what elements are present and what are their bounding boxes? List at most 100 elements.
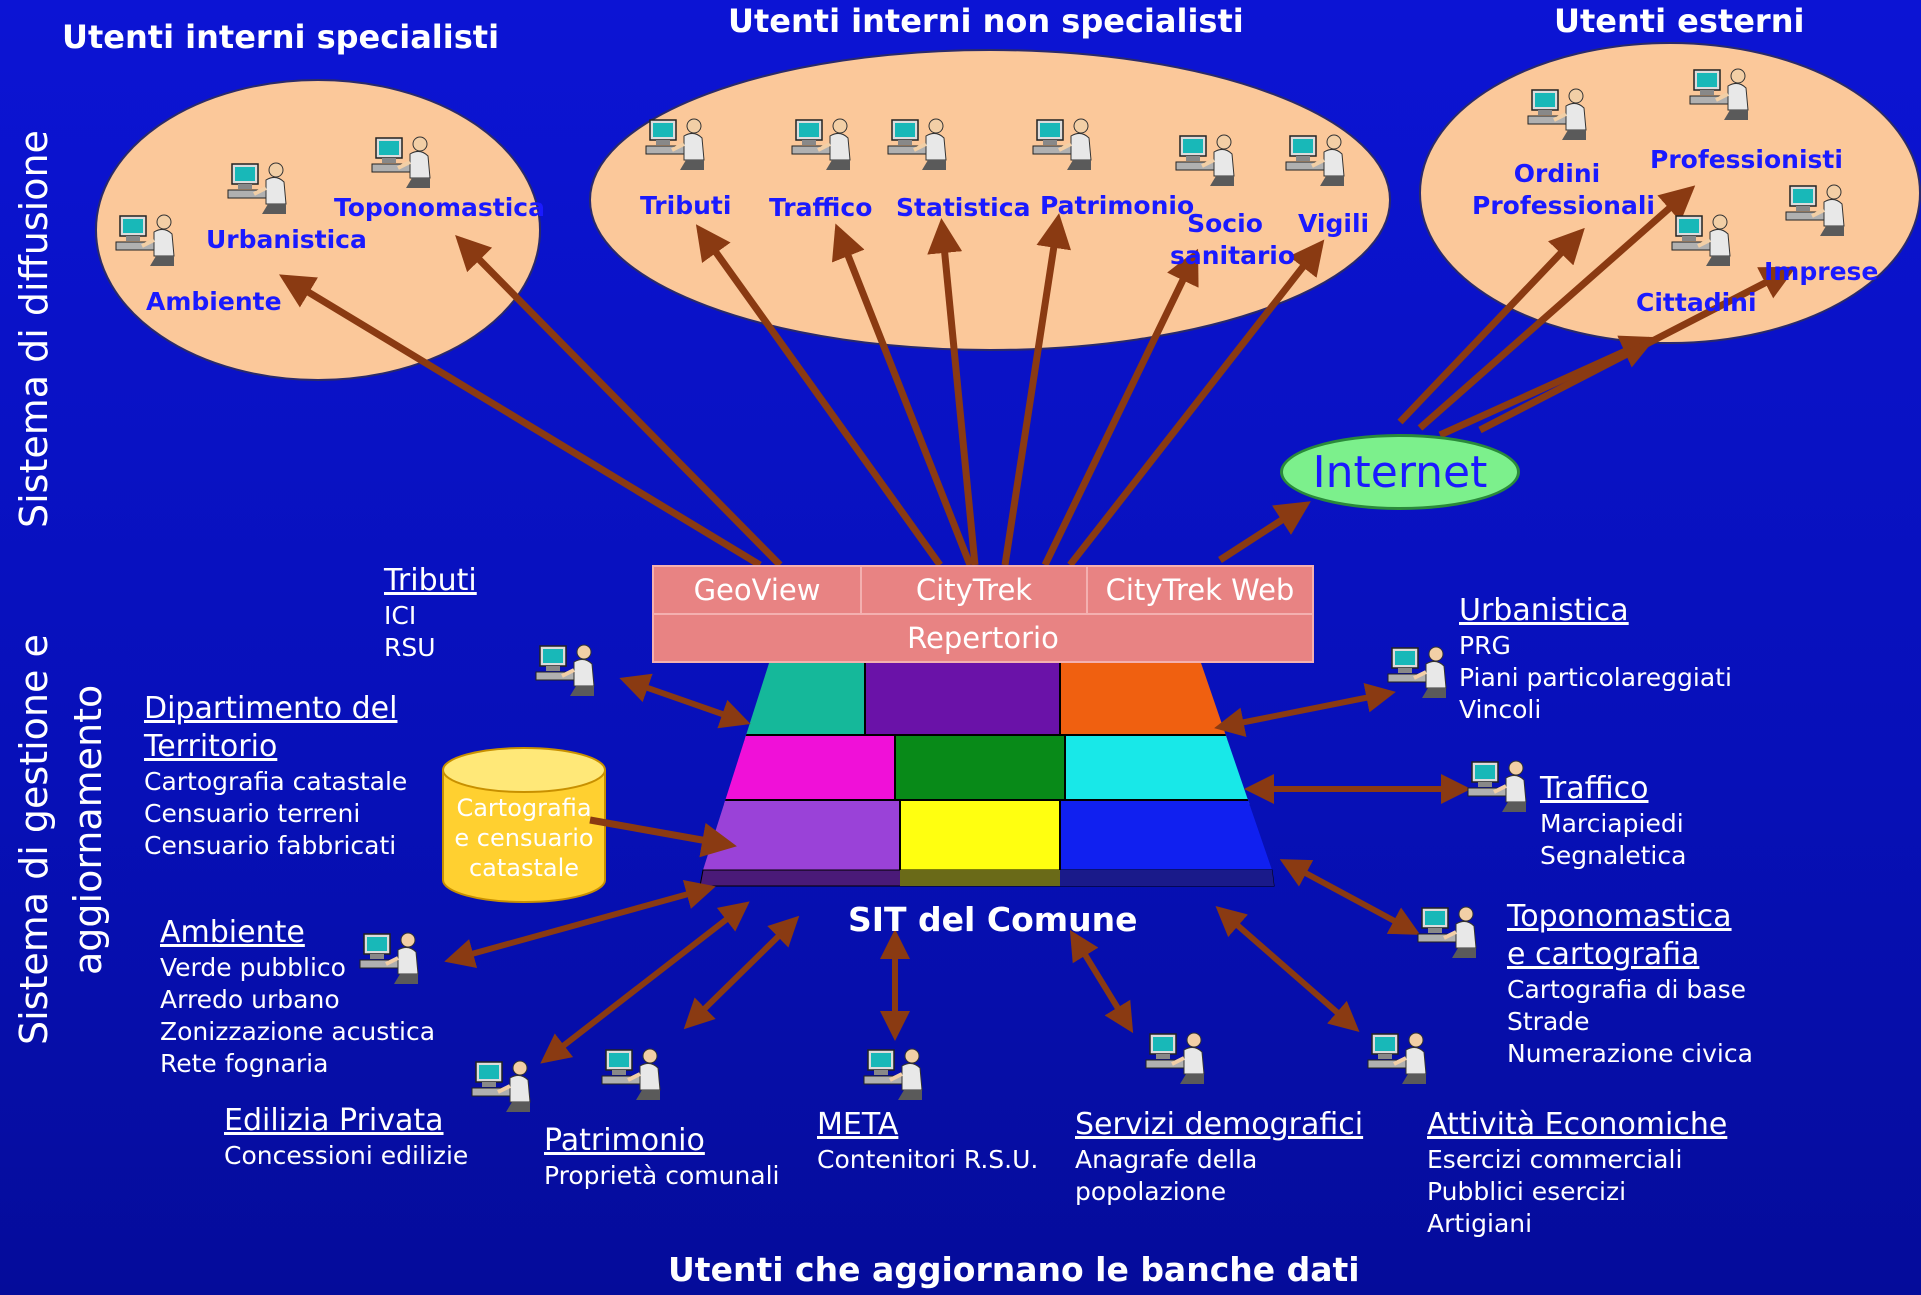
db-label-line-3: catastale	[468, 854, 580, 882]
specialist-urbanistica: Urbanistica	[206, 225, 367, 254]
title-internal-non-specialists: Utenti interni non specialisti	[728, 2, 1244, 40]
block-ambiente: Ambiente Verde pubblico Arredo urbano Zo…	[160, 914, 435, 1080]
external-imprese: Imprese	[1764, 257, 1879, 286]
user-at-computer-icon	[371, 136, 431, 188]
app-geoview: GeoView	[652, 565, 862, 615]
non-specialist-traffico: Traffico	[769, 193, 873, 222]
non-specialist-patrimonio: Patrimonio	[1040, 191, 1195, 220]
non-specialist-socio-sanitario: Socio sanitario	[1170, 209, 1296, 270]
app-citytrek-web: CityTrek Web	[1086, 565, 1314, 615]
user-at-computer-icon	[1032, 118, 1092, 170]
block-territorio-title-2: Territorio	[144, 729, 278, 764]
user-at-computer-icon	[887, 118, 947, 170]
db-label-line-1: Cartografia	[456, 794, 592, 822]
puzzle-platform-icon	[699, 660, 1275, 887]
block-edilizia: Edilizia Privata Concessioni edilizie	[224, 1102, 468, 1172]
block-traffico: Traffico Marciapiedi Segnaletica	[1540, 770, 1686, 872]
block-ambiente-item: Rete fognaria	[160, 1049, 329, 1078]
block-economiche-item: Esercizi commerciali	[1427, 1145, 1683, 1174]
side-label-management-1: Sistema di gestione e	[12, 634, 56, 1045]
app-citytrek: CityTrek	[860, 565, 1088, 615]
block-territorio-item: Censuario terreni	[144, 799, 361, 828]
user-at-computer-icon	[115, 214, 175, 266]
user-at-computer-icon	[1285, 134, 1345, 186]
block-meta-item: Contenitori R.S.U.	[817, 1145, 1039, 1174]
non-specialist-vigili: Vigili	[1298, 209, 1370, 238]
block-traffico-item: Marciapiedi	[1540, 809, 1684, 838]
block-territorio-title-1: Dipartimento del	[144, 691, 398, 726]
user-at-computer-icon	[227, 162, 287, 214]
title-bottom: Utenti che aggiornano le banche dati	[668, 1250, 1360, 1289]
block-traffico-title: Traffico	[1540, 771, 1649, 806]
user-at-computer-icon	[1145, 1032, 1205, 1084]
user-at-computer-icon	[791, 118, 851, 170]
sit-label: SIT del Comune	[848, 900, 1138, 939]
block-economiche-item: Pubblici esercizi	[1427, 1177, 1627, 1206]
block-ambiente-item: Zonizzazione acustica	[160, 1017, 436, 1046]
user-at-computer-icon	[1689, 68, 1749, 120]
block-tributi-title: Tributi	[384, 563, 477, 598]
db-label-line-2: e censuario	[454, 824, 594, 852]
database-cylinder-icon	[442, 747, 606, 903]
user-at-computer-icon	[1467, 760, 1527, 812]
specialist-toponomastica: Toponomastica	[334, 193, 545, 222]
block-ambiente-item: Verde pubblico	[160, 953, 346, 982]
user-at-computer-icon	[1367, 1032, 1427, 1084]
update-arrows	[444, 673, 1471, 1064]
block-demografici: Servizi demografici Anagrafe della popol…	[1075, 1106, 1363, 1208]
block-edilizia-title: Edilizia Privata	[224, 1103, 444, 1138]
block-ambiente-title: Ambiente	[160, 915, 305, 950]
block-urbanistica-title: Urbanistica	[1459, 593, 1629, 628]
block-tributi-item: ICI	[384, 601, 417, 630]
user-at-computer-icon	[1387, 646, 1447, 698]
distribution-arrows	[279, 185, 1797, 858]
block-meta: META Contenitori R.S.U.	[817, 1106, 1038, 1176]
block-territorio-item: Cartografia catastale	[144, 767, 408, 796]
block-toponomastica-item: Numerazione civica	[1507, 1039, 1753, 1068]
user-icons	[115, 68, 1845, 1112]
block-demografici-item: Anagrafe della	[1075, 1145, 1258, 1174]
oval-internal-specialists	[95, 79, 541, 381]
block-toponomastica-title-2: e cartografia	[1507, 937, 1700, 972]
block-urbanistica-item: PRG	[1459, 631, 1511, 660]
user-at-computer-icon	[1175, 134, 1235, 186]
non-specialist-statistica: Statistica	[896, 193, 1031, 222]
block-economiche-item: Artigiani	[1427, 1209, 1533, 1238]
non-specialist-tributi: Tributi	[640, 191, 732, 220]
db-label: Cartografia e censuario catastale	[443, 793, 605, 883]
block-tributi-item: RSU	[384, 633, 436, 662]
user-at-computer-icon	[601, 1048, 661, 1100]
title-external: Utenti esterni	[1554, 2, 1805, 40]
block-patrimonio-title: Patrimonio	[544, 1123, 705, 1158]
side-label-diffusion: Sistema di diffusione	[12, 130, 56, 528]
side-label-management-2: aggiornamento	[66, 684, 110, 975]
block-meta-title: META	[817, 1107, 899, 1142]
user-at-computer-icon	[1785, 184, 1845, 236]
block-demografici-item: popolazione	[1075, 1177, 1227, 1206]
block-toponomastica-item: Strade	[1507, 1007, 1590, 1036]
block-tributi: Tributi ICI RSU	[384, 562, 477, 664]
user-at-computer-icon	[359, 932, 419, 984]
block-urbanistica-item: Vincoli	[1459, 695, 1542, 724]
user-at-computer-icon	[863, 1048, 923, 1100]
block-patrimonio-item: Proprietà comunali	[544, 1161, 780, 1190]
block-economiche-title: Attività Economiche	[1427, 1107, 1728, 1142]
specialist-ambiente: Ambiente	[146, 287, 282, 316]
internet-node: Internet	[1280, 434, 1520, 510]
user-at-computer-icon	[1527, 88, 1587, 140]
block-toponomastica-item: Cartografia di base	[1507, 975, 1746, 1004]
block-demografici-title: Servizi demografici	[1075, 1107, 1364, 1142]
block-patrimonio: Patrimonio Proprietà comunali	[544, 1122, 780, 1192]
block-toponomastica: Toponomastica e cartografia Cartografia …	[1507, 898, 1753, 1070]
user-at-computer-icon	[1417, 906, 1477, 958]
user-at-computer-icon	[535, 644, 595, 696]
user-at-computer-icon	[1671, 214, 1731, 266]
block-economiche: Attività Economiche Esercizi commerciali…	[1427, 1106, 1727, 1240]
block-territorio: Dipartimento del Territorio Cartografia …	[144, 690, 407, 862]
title-internal-specialists: Utenti interni specialisti	[62, 18, 500, 56]
block-urbanistica-item: Piani particolareggiati	[1459, 663, 1732, 692]
external-ordini-professionali: Ordini Professionali	[1472, 159, 1655, 220]
block-traffico-item: Segnaletica	[1540, 841, 1687, 870]
user-at-computer-icon	[645, 118, 705, 170]
